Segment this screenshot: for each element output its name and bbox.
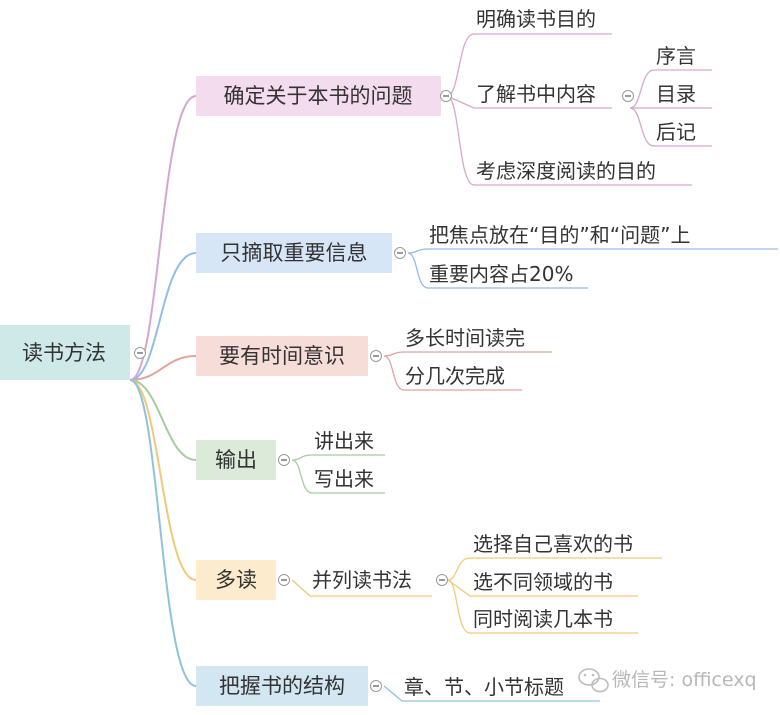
- branch-key-info[interactable]: 只摘取重要信息: [196, 233, 392, 273]
- collapse-toggle-parallel[interactable]: [436, 574, 448, 586]
- branch-label: 输出: [215, 448, 257, 472]
- collapse-toggle-output[interactable]: [278, 454, 290, 466]
- leaf-node[interactable]: 写出来: [314, 467, 374, 491]
- collapse-toggle-read-more[interactable]: [278, 574, 290, 586]
- root-node[interactable]: 读书方法: [0, 325, 130, 380]
- collapse-toggle-contents[interactable]: [622, 90, 634, 102]
- branch-label: 确定关于本书的问题: [224, 84, 413, 108]
- leaf-node[interactable]: 考虑深度阅读的目的: [476, 159, 656, 183]
- leaf-node[interactable]: 了解书中内容: [476, 82, 596, 106]
- leaf-node[interactable]: 明确读书目的: [476, 7, 596, 31]
- leaf-node[interactable]: 选择自己喜欢的书: [473, 532, 633, 556]
- collapse-toggle-key-info[interactable]: [394, 247, 406, 259]
- collapse-toggle-time[interactable]: [370, 350, 382, 362]
- root-label: 读书方法: [22, 341, 106, 365]
- branch-label: 要有时间意识: [219, 344, 345, 368]
- collapse-toggle-root[interactable]: [134, 347, 146, 359]
- branch-label: 把握书的结构: [219, 674, 345, 698]
- leaf-node[interactable]: 并列读书法: [312, 568, 412, 592]
- leaf-node[interactable]: 讲出来: [314, 429, 374, 453]
- branch-questions[interactable]: 确定关于本书的问题: [196, 76, 441, 116]
- leaf-node[interactable]: 选不同领域的书: [473, 570, 613, 594]
- leaf-node[interactable]: 重要内容占20%: [429, 262, 573, 286]
- branch-label: 只摘取重要信息: [221, 241, 368, 265]
- branch-time[interactable]: 要有时间意识: [196, 336, 368, 376]
- branch-structure[interactable]: 把握书的结构: [196, 666, 368, 706]
- leaf-node[interactable]: 章、节、小节标题: [404, 675, 564, 699]
- branch-read-more[interactable]: 多读: [196, 560, 276, 600]
- watermark: 微信号: officexq: [578, 668, 757, 693]
- leaf-node[interactable]: 目录: [656, 82, 696, 106]
- wechat-icon: [578, 668, 609, 693]
- leaf-node[interactable]: 序言: [656, 44, 696, 68]
- watermark-text: 微信号: officexq: [612, 669, 757, 691]
- leaf-node[interactable]: 把焦点放在“目的”和“问题”上: [429, 223, 690, 247]
- leaf-node[interactable]: 后记: [656, 120, 696, 144]
- leaf-node[interactable]: 同时阅读几本书: [473, 607, 613, 631]
- collapse-toggle-questions[interactable]: [440, 90, 452, 102]
- leaf-node[interactable]: 分几次完成: [405, 364, 505, 388]
- branch-label: 多读: [215, 568, 257, 592]
- leaf-node[interactable]: 多长时间读完: [405, 326, 525, 350]
- collapse-toggle-structure[interactable]: [370, 680, 382, 692]
- branch-output[interactable]: 输出: [196, 440, 276, 480]
